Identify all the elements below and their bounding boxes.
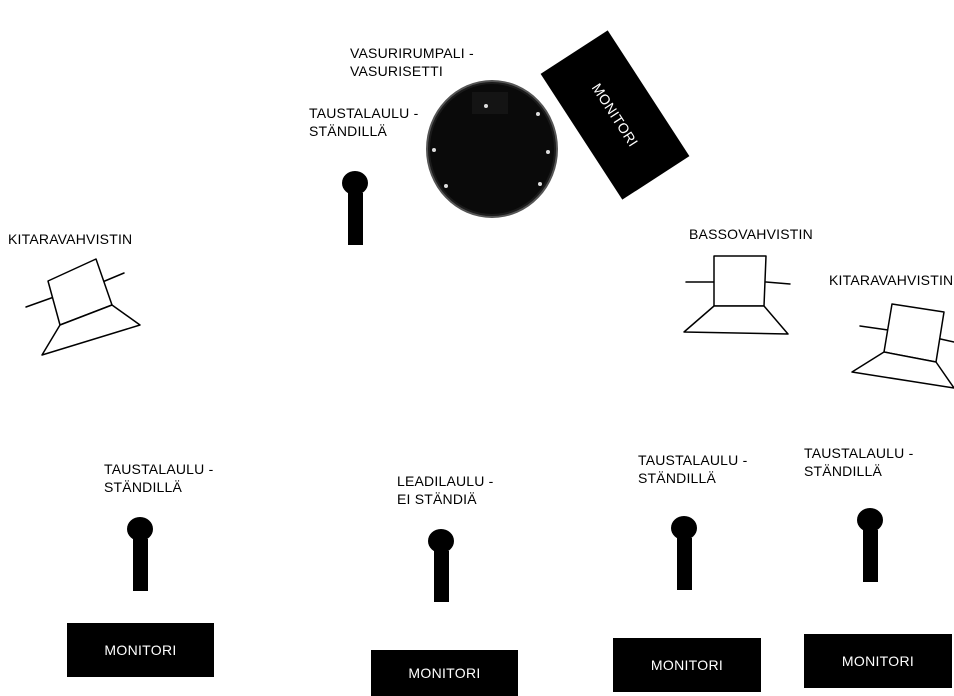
drummer-label-line1: VASURIRUMPALI - [350, 45, 474, 61]
microphone-icon [857, 508, 883, 582]
backing-vocal-right-line1: TAUSTALAULU - [804, 445, 914, 461]
drum-throne [472, 92, 508, 114]
lead-vocal-line1: LEADILAULU - [397, 473, 494, 489]
microphone-icon [428, 529, 454, 602]
backing-vocal-left-line1: TAUSTALAULU - [104, 461, 214, 477]
microphone-icon [342, 171, 368, 245]
microphone-icon [671, 516, 697, 590]
drum-monitor: MONITORI [540, 30, 690, 200]
guitar-amp-right-label: KITARAVAHVISTIN [829, 272, 954, 288]
guitar-amp-right-icon [851, 303, 954, 389]
bass-amp-label: BASSOVAHVISTIN [689, 226, 813, 242]
bass-amp-icon [683, 255, 791, 335]
lead-vocal-line2: EI STÄNDIÄ [397, 491, 477, 507]
monitor-mid-right: MONITORI [613, 638, 761, 692]
drum-kit [426, 80, 558, 218]
backing-vocal-mid-line1: TAUSTALAULU - [638, 452, 748, 468]
drum-dot [432, 148, 436, 152]
backing-vocal-left-line2: STÄNDILLÄ [104, 479, 183, 495]
backing-vocal-mid-label: TAUSTALAULU - STÄNDILLÄ [638, 451, 747, 487]
guitar-amp-left-icon [25, 258, 141, 356]
backing-vocal-right-line2: STÄNDILLÄ [804, 463, 883, 479]
monitor-mid-right-label: MONITORI [650, 657, 724, 673]
backing-vocal-top-label: TAUSTALAULU - STÄNDILLÄ [309, 104, 418, 140]
drummer-label: VASURIRUMPALI - VASURISETTI [350, 44, 474, 80]
backing-vocal-top-line1: TAUSTALAULU - [309, 105, 419, 121]
guitar-amp-left-label: KITARAVAHVISTIN [8, 231, 133, 247]
monitor-center-label: MONITORI [408, 665, 481, 681]
backing-vocal-top-line2: STÄNDILLÄ [309, 123, 388, 139]
backing-vocal-right-label: TAUSTALAULU - STÄNDILLÄ [804, 444, 913, 480]
drum-dot [536, 112, 540, 116]
drummer-label-line2: VASURISETTI [350, 63, 443, 79]
monitor-left: MONITORI [67, 623, 214, 677]
drum-dot [546, 150, 550, 154]
microphone-icon [127, 517, 153, 591]
monitor-center: MONITORI [371, 650, 518, 696]
drum-dot [444, 184, 448, 188]
monitor-right-label: MONITORI [841, 653, 915, 669]
lead-vocal-label: LEADILAULU - EI STÄNDIÄ [397, 472, 494, 508]
drum-dot [538, 182, 542, 186]
drum-monitor-label: MONITORI [588, 80, 642, 150]
backing-vocal-left-label: TAUSTALAULU - STÄNDILLÄ [104, 460, 213, 496]
monitor-left-label: MONITORI [104, 642, 177, 658]
drum-dot [484, 104, 488, 108]
backing-vocal-mid-line2: STÄNDILLÄ [638, 470, 717, 486]
monitor-right: MONITORI [804, 634, 952, 688]
